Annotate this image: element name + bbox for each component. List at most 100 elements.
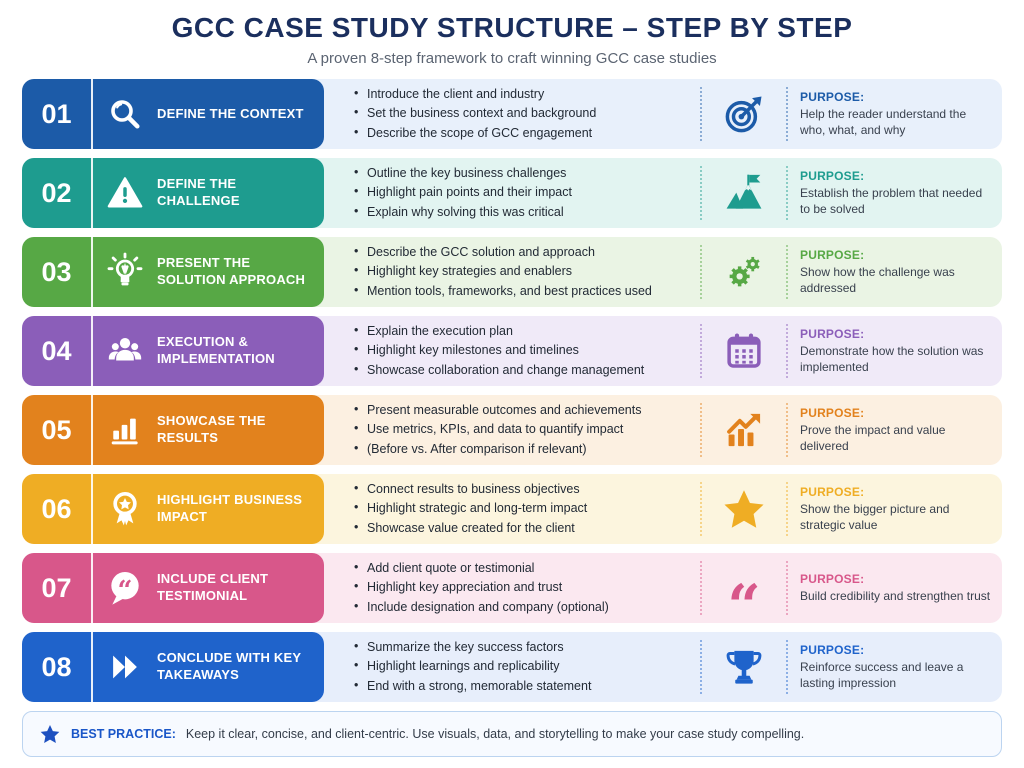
bullet-item: Highlight strategic and long-term impact (354, 500, 692, 517)
purpose-section: PURPOSE: Show the bigger picture and str… (700, 474, 1002, 544)
capsule-divider (91, 316, 93, 386)
step-title: EXECUTION & IMPLEMENTATION (157, 334, 275, 366)
magnifier-icon (93, 96, 157, 132)
star-icon (702, 486, 786, 532)
dotted-divider (786, 482, 788, 536)
step-title: HIGHLIGHT BUSINESS IMPACT (157, 492, 303, 524)
purpose-label: PURPOSE: (800, 484, 865, 499)
bullet-item: Describe the scope of GCC engagement (354, 125, 692, 142)
team-icon (93, 331, 157, 371)
purpose-text: Reinforce success and leave a lasting im… (800, 659, 964, 690)
bullet-item: Highlight pain points and their impact (354, 184, 692, 201)
step-number: 05 (41, 414, 72, 445)
lightbulb-icon (93, 252, 157, 292)
dotted-divider (700, 245, 702, 299)
step-row-1: 01 DEFINE THE CONTEXT Introduce the clie… (22, 79, 1002, 149)
bullet-item: (Before vs. After comparison if relevant… (354, 441, 692, 458)
capsule-divider (91, 395, 93, 465)
medal-icon (93, 489, 157, 529)
calendar-icon (702, 330, 786, 372)
trophy-icon (702, 646, 786, 688)
dotted-divider (786, 245, 788, 299)
capsule-divider (91, 632, 93, 702)
dotted-divider (700, 87, 702, 141)
dotted-divider (786, 640, 788, 694)
step-capsule: 05 SHOWCASE THE RESULTS (22, 395, 324, 465)
purpose-text: Show the bigger picture and strategic va… (800, 501, 950, 532)
purpose-text: Help the reader understand the who, what… (800, 106, 967, 137)
bullet-item: Outline the key business challenges (354, 165, 692, 182)
purpose-label: PURPOSE: (800, 405, 865, 420)
best-practice-label: BEST PRACTICE: (71, 727, 176, 741)
bullet-item: Highlight key milestones and timelines (354, 342, 692, 359)
bullet-item: Highlight learnings and replicability (354, 658, 692, 675)
purpose-section: PURPOSE: Reinforce success and leave a l… (700, 632, 1002, 702)
trend-up-icon (702, 409, 786, 451)
purpose-section: PURPOSE: Establish the problem that need… (700, 158, 1002, 228)
dotted-divider (700, 324, 702, 378)
step-row-5: 05 SHOWCASE THE RESULTS Present measurab… (22, 395, 1002, 465)
purpose-label: PURPOSE: (800, 642, 865, 657)
step-number: 01 (41, 98, 72, 129)
dotted-divider (786, 324, 788, 378)
step-title: PRESENT THE SOLUTION APPROACH (157, 255, 306, 287)
dotted-divider (786, 561, 788, 615)
step-number: 08 (41, 651, 72, 682)
step-title: DEFINE THE CHALLENGE (157, 176, 240, 208)
step-row-3: 03 PRESENT THE SOLUTION APPROACH Describ… (22, 237, 1002, 307)
step-bullets: Explain the execution plan Highlight key… (324, 316, 700, 386)
best-practice-banner: BEST PRACTICE: Keep it clear, concise, a… (22, 711, 1002, 757)
bar-chart-icon (93, 411, 157, 449)
target-icon (702, 93, 786, 135)
bullet-item: Include designation and company (optiona… (354, 599, 692, 616)
purpose-text: Show how the challenge was addressed (800, 264, 955, 295)
capsule-divider (91, 237, 93, 307)
step-row-6: 06 HIGHLIGHT BUSINESS IMPACT Connect res… (22, 474, 1002, 544)
bullet-item: Explain the execution plan (354, 323, 692, 340)
step-bullets: Connect results to business objectives H… (324, 474, 700, 544)
dotted-divider (700, 166, 702, 220)
dotted-divider (786, 403, 788, 457)
purpose-section: PURPOSE: Demonstrate how the solution wa… (700, 316, 1002, 386)
purpose-section: PURPOSE: Show how the challenge was addr… (700, 237, 1002, 307)
quote-marks (118, 578, 133, 604)
capsule-divider (91, 553, 93, 623)
step-row-8: 08 CONCLUDE WITH KEY TAKEAWAYS Summarize… (22, 632, 1002, 702)
step-row-4: 04 EXECUTION & IMPLEMENTATION Explain th… (22, 316, 1002, 386)
page-subtitle: A proven 8-step framework to craft winni… (307, 50, 717, 67)
bullet-item: Use metrics, KPIs, and data to quantify … (354, 421, 692, 438)
step-bullets: Describe the GCC solution and approach H… (324, 237, 700, 307)
warning-triangle-icon (93, 174, 157, 212)
purpose-section: PURPOSE: Prove the impact and value deli… (700, 395, 1002, 465)
capsule-divider (91, 79, 93, 149)
step-number: 06 (41, 493, 72, 524)
step-bullets: Outline the key business challenges High… (324, 158, 700, 228)
dotted-divider (700, 561, 702, 615)
step-number: 04 (41, 335, 72, 366)
speech-quote-icon (93, 568, 157, 608)
purpose-label: PURPOSE: (800, 89, 865, 104)
purpose-text: Build credibility and strengthen trust (800, 588, 991, 603)
dotted-divider (700, 640, 702, 694)
step-title: SHOWCASE THE RESULTS (157, 413, 266, 445)
step-bullets: Introduce the client and industry Set th… (324, 79, 700, 149)
step-capsule: 08 CONCLUDE WITH KEY TAKEAWAYS (22, 632, 324, 702)
bullet-item: Highlight key strategies and enablers (354, 263, 692, 280)
step-bullets: Summarize the key success factors Highli… (324, 632, 700, 702)
dotted-divider (786, 87, 788, 141)
step-capsule: 03 PRESENT THE SOLUTION APPROACH (22, 237, 324, 307)
star-icon (39, 723, 61, 745)
step-capsule: 06 HIGHLIGHT BUSINESS IMPACT (22, 474, 324, 544)
purpose-label: PURPOSE: (800, 168, 865, 183)
purpose-text: Establish the problem that needed to be … (800, 185, 983, 216)
capsule-divider (91, 158, 93, 228)
step-capsule: 01 DEFINE THE CONTEXT (22, 79, 324, 149)
step-bullets: Add client quote or testimonial Highligh… (324, 553, 700, 623)
quotes-icon (702, 571, 786, 605)
purpose-text: Prove the impact and value delivered (800, 422, 946, 453)
bullet-item: End with a strong, memorable statement (354, 678, 692, 695)
bullet-item: Highlight key appreciation and trust (354, 579, 692, 596)
step-number: 07 (41, 572, 72, 603)
bullet-item: Set the business context and background (354, 105, 692, 122)
